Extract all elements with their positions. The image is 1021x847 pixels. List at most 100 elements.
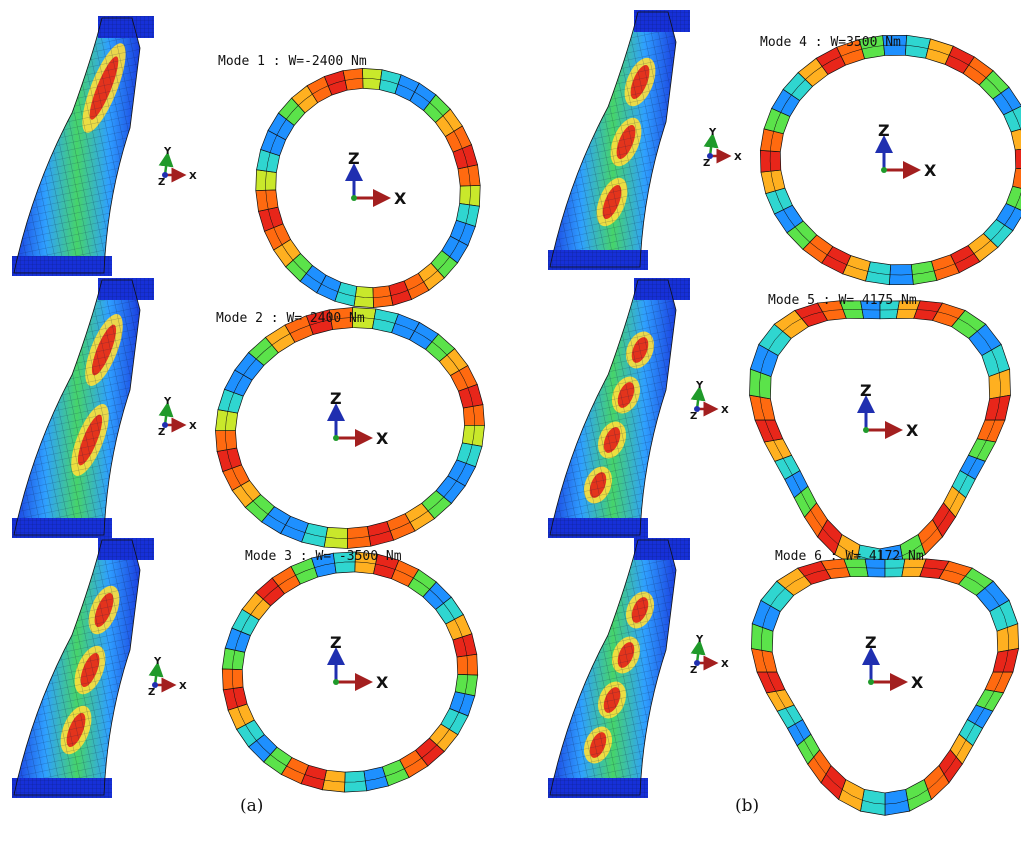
- shell-mesh: [550, 540, 676, 795]
- y-axis-dot: [351, 195, 357, 201]
- ring-element: [992, 648, 1020, 673]
- large-axis-triad-2: ZX: [327, 389, 389, 448]
- axis-label-x: X: [911, 673, 924, 692]
- shell-base-mesh: [548, 778, 648, 798]
- shell-top-mesh: [634, 538, 690, 560]
- ring-element: [984, 394, 1011, 421]
- axis-label-z: Z: [860, 381, 872, 400]
- shell-top-mesh: [98, 16, 154, 38]
- z-axis-dot: [694, 660, 700, 666]
- ring-section-mode-3: [221, 551, 479, 793]
- large-axis-triad-5: ZX: [857, 381, 919, 440]
- axis-label-z: Z: [703, 158, 710, 169]
- axis-label-z: Z: [158, 427, 165, 438]
- large-axis-triad-6: ZX: [862, 633, 924, 692]
- shell-mesh: [14, 18, 140, 273]
- axis-label-x: X: [394, 189, 407, 208]
- small-axis-triad-6: X Y Z: [690, 634, 729, 676]
- shell-outline: [549, 279, 677, 536]
- ring-element: [976, 419, 1006, 443]
- ring-section-mode-4: [759, 34, 1021, 286]
- mode-6-title: Mode 6 : W= 4172 Nm: [775, 549, 924, 564]
- small-axis-triad-3: X Y Z: [148, 656, 187, 698]
- ring-midline: [225, 317, 475, 539]
- axis-label-x: X: [179, 681, 187, 692]
- shell-mesh: [14, 280, 140, 535]
- axis-label-y: Y: [708, 127, 717, 138]
- ring-midline: [759, 309, 1001, 561]
- shell-base-mesh: [12, 778, 112, 798]
- axis-label-y: Y: [163, 146, 172, 157]
- mode-3-title: Mode 3 : W= -3500 Nm: [245, 549, 402, 564]
- shell-outline: [549, 11, 677, 268]
- axis-label-x: X: [189, 421, 197, 432]
- large-axis-triad-1: ZX: [345, 149, 407, 208]
- shell-top-mesh: [98, 278, 154, 300]
- ring-element: [1010, 125, 1021, 151]
- axis-label-x: X: [924, 161, 937, 180]
- shell-model-mode-3: [12, 538, 154, 798]
- ring-section-mode-5: [749, 300, 1011, 572]
- ring-section-mode-2: [215, 307, 485, 549]
- shell-model-mode-6: [548, 538, 690, 798]
- ring-element: [992, 86, 1021, 116]
- axis-label-z: Z: [878, 121, 890, 140]
- ring-element: [754, 419, 784, 443]
- ring-midline: [265, 78, 471, 298]
- ring-element: [749, 394, 776, 421]
- ring-element: [756, 671, 786, 694]
- panel-a-caption: (a): [240, 796, 264, 816]
- ring-element: [984, 671, 1014, 694]
- panel-b-caption: (b): [735, 796, 760, 816]
- axis-label-z: Z: [330, 633, 342, 652]
- shell-outline: [549, 539, 677, 796]
- axis-label-x: X: [721, 405, 729, 416]
- ring-element: [1012, 167, 1021, 192]
- shell-model-mode-2: [12, 278, 154, 538]
- axis-label-z: Z: [348, 149, 360, 168]
- shell-base-mesh: [12, 256, 112, 276]
- mode-4-title: Mode 4 : W=3500 Nm: [760, 35, 901, 50]
- axis-label-z: Z: [690, 665, 697, 676]
- shell-mesh: [550, 280, 676, 535]
- axis-label-z: Z: [865, 633, 877, 652]
- shell-top-mesh: [634, 278, 690, 300]
- ring-midline: [232, 561, 468, 783]
- large-axis-triad-4: ZX: [875, 121, 937, 180]
- axis-label-y: Y: [163, 396, 172, 407]
- shell-base-mesh: [548, 518, 648, 538]
- axis-label-x: X: [376, 429, 389, 448]
- shell-model-mode-5: [548, 278, 690, 538]
- ring-section-mode-1: [255, 67, 481, 309]
- ring-section-mode-6: [750, 558, 1020, 816]
- mode-5-title: Mode 5 : W= 4175 Nm: [768, 293, 917, 308]
- z-axis-dot: [694, 406, 700, 412]
- z-axis-dot: [152, 682, 158, 688]
- axis-label-y: Y: [695, 380, 704, 391]
- ring-element: [750, 648, 778, 673]
- y-axis-dot: [868, 679, 874, 685]
- axis-label-z: Z: [148, 687, 155, 698]
- shell-model-mode-1: [12, 16, 154, 276]
- axis-label-y: Y: [695, 634, 704, 645]
- y-axis-dot: [863, 427, 869, 433]
- axis-label-x: X: [721, 659, 729, 670]
- shell-outline: [13, 279, 141, 536]
- shell-outline: [13, 17, 141, 274]
- axis-label-z: Z: [690, 411, 697, 422]
- mode-1-title: Mode 1 : W=-2400 Nm: [218, 54, 367, 69]
- y-axis-dot: [881, 167, 887, 173]
- axis-label-x: X: [734, 152, 742, 163]
- z-axis-dot: [162, 172, 168, 178]
- shell-mesh: [14, 540, 140, 795]
- axis-label-y: Y: [153, 656, 162, 667]
- small-axis-triad-5: X Y Z: [690, 380, 729, 422]
- mode-2-title: Mode 2 : W= 2400 Nm: [216, 311, 365, 326]
- ring-midline: [769, 44, 1021, 276]
- y-axis-dot: [333, 435, 339, 441]
- small-axis-triad-4: X Y Z: [703, 127, 742, 169]
- axis-label-z: Z: [330, 389, 342, 408]
- z-axis-dot: [707, 153, 713, 159]
- ring-element: [884, 789, 910, 816]
